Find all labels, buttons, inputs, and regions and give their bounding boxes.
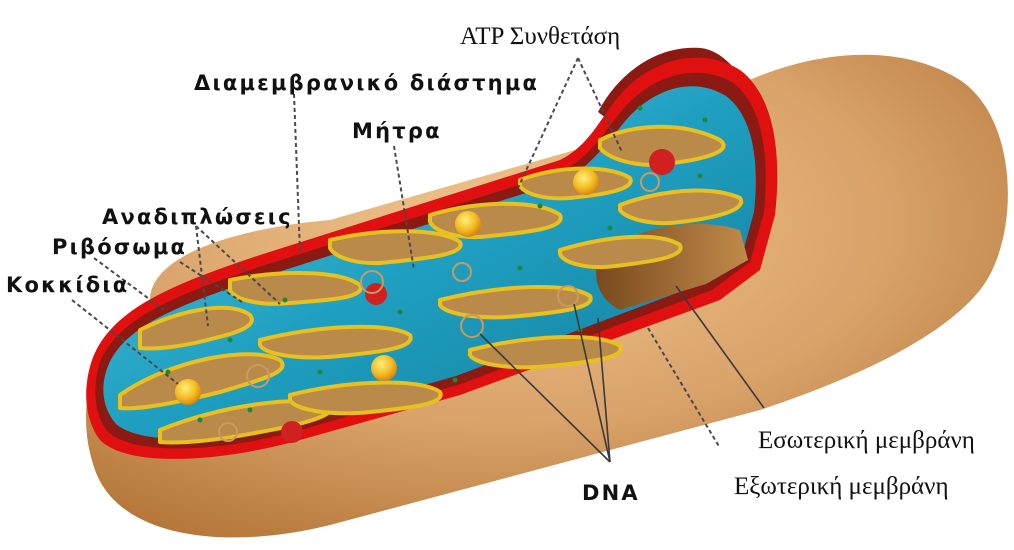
label-dna: DNA bbox=[582, 481, 640, 505]
granule bbox=[573, 169, 599, 195]
label-granules: Κοκκίδια bbox=[6, 273, 129, 297]
label-inner-membrane: Εσωτερική μεμβράνη bbox=[758, 427, 975, 454]
label-atp-synthase: ATP Συνθετάση bbox=[460, 23, 620, 50]
label-ribosomes: Ριβόσωμα bbox=[52, 235, 187, 259]
label-outer-membrane: Εξωτερική μεμβράνη bbox=[734, 473, 949, 500]
label-cristae: Αναδιπλώσεις bbox=[102, 205, 293, 229]
granule bbox=[371, 355, 397, 381]
granule-red bbox=[649, 149, 675, 175]
granule bbox=[175, 379, 201, 405]
granule bbox=[455, 211, 481, 237]
label-matrix: Μήτρα bbox=[352, 119, 442, 143]
granule-red bbox=[365, 283, 387, 305]
granule-red bbox=[281, 421, 303, 443]
label-intermembrane-space: Διαμεμβρανικό διάστημα bbox=[194, 71, 539, 95]
